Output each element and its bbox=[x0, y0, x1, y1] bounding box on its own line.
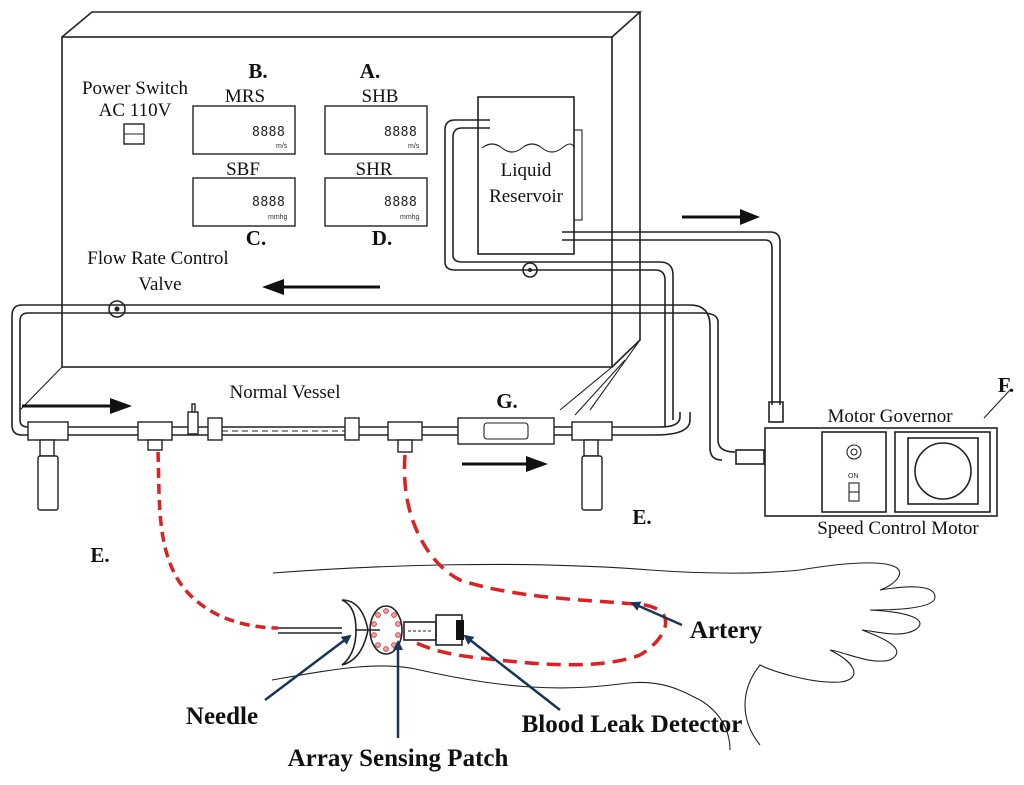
control-cabinet bbox=[19, 11, 643, 416]
letter-f-label: F. bbox=[998, 373, 1014, 397]
letter-b-label: B. bbox=[248, 59, 267, 83]
display-shb-title: SHB bbox=[362, 86, 399, 107]
display-mrs: B. MRS 8888 m/s bbox=[192, 59, 296, 155]
arm-outline bbox=[271, 562, 936, 751]
display-shb-digits: 8888 bbox=[384, 125, 417, 140]
flow-arrow-right-icon bbox=[740, 209, 760, 225]
reservoir-label: Liquid bbox=[501, 160, 552, 181]
letter-e-left-label: E. bbox=[90, 543, 109, 567]
artery-blood-line bbox=[402, 454, 668, 667]
flow-arrow-right-icon bbox=[110, 398, 132, 414]
display-shr-unit: mmhg bbox=[400, 214, 420, 221]
letter-c-label: C. bbox=[246, 226, 266, 250]
flow-sensor-g bbox=[457, 417, 555, 445]
needle-wings-icon bbox=[341, 599, 369, 666]
reservoir-e-right-icon bbox=[581, 455, 603, 511]
array-sensing-patch-label: Array Sensing Patch bbox=[288, 745, 509, 772]
normal-vessel-label: Normal Vessel bbox=[230, 382, 341, 403]
display-shr-title: SHR bbox=[356, 159, 393, 180]
flow-arrow-right-icon bbox=[526, 456, 548, 472]
artery-label: Artery bbox=[690, 617, 763, 644]
array-sensing-patch-icon bbox=[369, 605, 403, 655]
power-switch-voltage-label: AC 110V bbox=[99, 100, 172, 121]
display-sbf-digits: 8888 bbox=[252, 195, 285, 210]
flow-valve-label-line2: Valve bbox=[138, 274, 181, 295]
power-switch[interactable]: Power Switch AC 110V bbox=[82, 78, 189, 145]
display-sbf: SBF 8888 mmhg C. bbox=[192, 159, 296, 250]
reservoir-label-line2: Reservoir bbox=[489, 186, 564, 207]
flow-valve-label: Flow Rate Control bbox=[87, 248, 228, 269]
letter-e-right-label: E. bbox=[632, 505, 651, 529]
speed-control-motor: ON bbox=[764, 389, 1011, 517]
display-mrs-digits: 8888 bbox=[252, 125, 285, 140]
speed-control-motor-label: Speed Control Motor bbox=[817, 518, 979, 539]
letter-d-label: D. bbox=[372, 226, 392, 250]
letter-a-label: A. bbox=[360, 59, 380, 83]
liquid-reservoir: Liquid Reservoir bbox=[477, 96, 583, 255]
needle-assembly bbox=[278, 599, 464, 666]
motor-governor-panel bbox=[821, 431, 887, 513]
display-shb-unit: m/s bbox=[408, 143, 420, 150]
blood-leak-detector-label: Blood Leak Detector bbox=[522, 711, 743, 738]
display-sbf-unit: mmhg bbox=[268, 214, 288, 221]
display-mrs-unit: m/s bbox=[276, 143, 288, 150]
motor-governor-label: Motor Governor bbox=[827, 406, 953, 427]
display-mrs-title: MRS bbox=[225, 86, 265, 107]
power-switch-label: Power Switch bbox=[82, 78, 189, 99]
reservoir-e-left-icon bbox=[37, 455, 59, 511]
tubing bbox=[11, 119, 784, 511]
needle-label: Needle bbox=[186, 703, 258, 730]
flow-arrow-left-icon bbox=[262, 279, 284, 295]
display-shr: SHR 8888 mmhg D. bbox=[324, 159, 428, 250]
motor-switch-label: ON bbox=[848, 473, 859, 480]
letter-g-label: G. bbox=[496, 389, 518, 413]
motor-dial-icon bbox=[914, 442, 972, 500]
display-sbf-title: SBF bbox=[226, 159, 260, 180]
flow-valve-icon bbox=[108, 300, 126, 318]
reservoir-valve-icon bbox=[522, 262, 538, 278]
blood-lines bbox=[156, 451, 668, 667]
display-shr-digits: 8888 bbox=[384, 195, 417, 210]
flow-arrows bbox=[22, 209, 760, 472]
display-shb: A. SHB 8888 m/s bbox=[324, 59, 428, 155]
venous-blood-line bbox=[156, 451, 279, 630]
pointer-arrows bbox=[264, 601, 683, 738]
